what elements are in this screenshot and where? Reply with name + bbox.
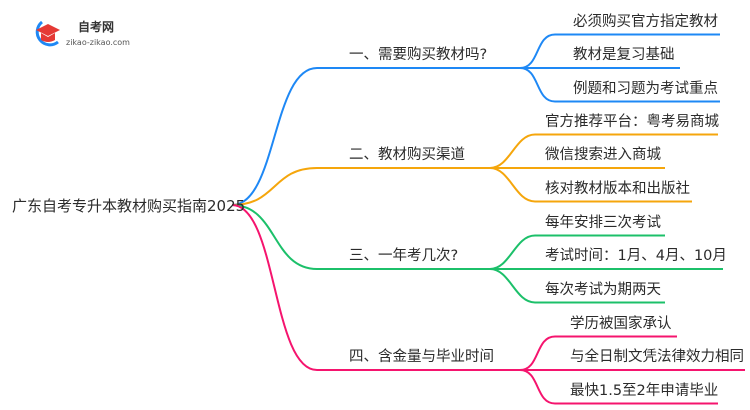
logo-name: 自考网 — [78, 20, 115, 34]
leaf-line — [519, 67, 720, 103]
branch-label: 二、教材购买渠道 — [349, 147, 465, 163]
branch-label: 四、含金量与毕业时间 — [349, 349, 494, 365]
branch-label: 一、需要购买教材吗? — [349, 47, 488, 63]
leaf-label: 学历被国家承认 — [570, 315, 672, 332]
graduation-cap-icon — [35, 20, 60, 47]
leaf-label: 微信搜索进入商城 — [545, 147, 661, 163]
logo: 自考网 zikao-zikao.com — [30, 18, 130, 48]
leaf-line — [489, 167, 692, 203]
leaf-label: 最快1.5至2年申请毕业 — [570, 382, 719, 399]
leaf-label: 官方推荐平台：粤考易商城 — [545, 113, 719, 130]
leaf-label: 每年安排三次考试 — [545, 214, 661, 231]
leaf-label: 核对教材版本和出版社 — [545, 180, 690, 197]
leaf-line — [489, 268, 665, 304]
branch-line — [231, 204, 520, 371]
logo-url: zikao-zikao.com — [66, 38, 130, 47]
branch-line — [231, 167, 490, 206]
branch-label: 三、一年考几次? — [349, 248, 459, 264]
branch-line — [231, 67, 520, 206]
leaf-line — [519, 369, 718, 405]
leaf-label: 每次考试为期两天 — [545, 281, 661, 298]
leaf-label: 与全日制文凭法律效力相同 — [570, 349, 744, 365]
leaf-line — [519, 335, 677, 371]
leaf-line — [489, 234, 665, 270]
leaf-label: 教材是复习基础 — [573, 47, 675, 63]
root-topic: 广东自考专升本教材购买指南2025 — [12, 197, 246, 215]
branch-line — [231, 204, 490, 270]
leaf-line — [519, 33, 720, 69]
leaf-label: 必须购买官方指定教材 — [573, 13, 718, 30]
leaf-label: 例题和习题为考试重点 — [573, 80, 718, 97]
leaf-label: 考试时间：1月、4月、10月 — [545, 248, 727, 264]
leaf-line — [489, 133, 718, 169]
